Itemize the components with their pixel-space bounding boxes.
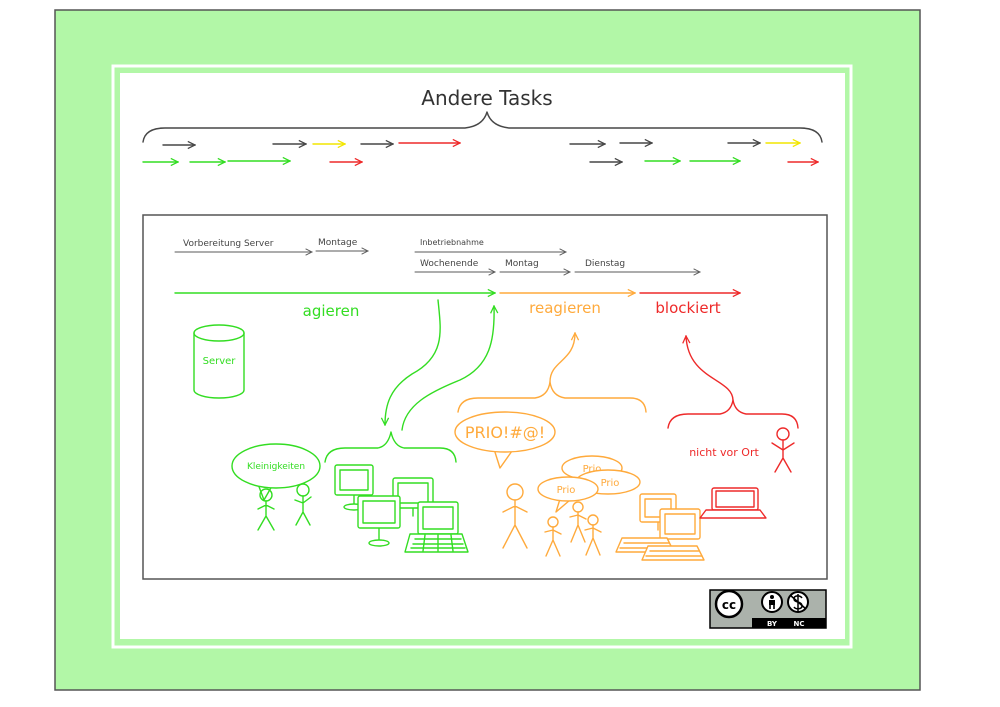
prio-bubble: Prio (537, 476, 599, 513)
person-icon (584, 514, 602, 556)
monitor-icon (659, 508, 701, 540)
monitor-icon (357, 495, 401, 547)
timeline-label-preparation: Vorbereitung Server (183, 239, 274, 249)
bubble-text: Kleinigkeiten (247, 462, 305, 472)
timeline-label-monday: Montag (505, 259, 539, 269)
arrow-up-to-act (401, 306, 494, 431)
by-person-icon (761, 591, 783, 613)
server-top (193, 324, 245, 342)
timeline-label-tuesday: Dienstag (585, 259, 625, 269)
act-section: Kleinigkeiten (231, 299, 494, 553)
person-icon (257, 488, 275, 531)
phase-label-react: reagieren (529, 299, 601, 317)
arrow-down-to-team (385, 299, 441, 425)
bubble-text: Prio (583, 464, 602, 475)
bubble-body (454, 411, 556, 453)
timeline-label-weekend: Wochenende (420, 259, 479, 269)
cc-icon: cc (714, 589, 744, 619)
timeline-label-commissioning: Inbetriebnahme (420, 238, 484, 247)
bubble-text: Prio (557, 485, 576, 496)
slide-title: Andere Tasks (421, 86, 552, 110)
arrow-up-to-blocked (686, 336, 734, 401)
small-tasks-bubble: Kleinigkeiten (231, 443, 321, 501)
bubble-body (231, 443, 321, 489)
person-icon (771, 427, 795, 473)
person-icon (544, 516, 562, 557)
phase-label-act: agieren (303, 302, 360, 320)
task-arrows-row-1 (162, 143, 800, 145)
person-icon (294, 483, 312, 526)
license-badge: cc BY NC (709, 589, 827, 629)
laptop-icon (404, 501, 469, 553)
react-section: PRIO!#@! Prio Prio Prio (454, 333, 705, 561)
badge-band (752, 618, 826, 628)
tasks-brace (142, 111, 823, 143)
timeline: Vorbereitung Server Montage Inbetriebnah… (174, 238, 700, 272)
laptop-icon (699, 487, 767, 519)
bubble-text: Prio (601, 478, 620, 489)
bubble-text: PRIO!#@! (465, 423, 545, 442)
server-body (193, 332, 245, 399)
priority-bubble: PRIO!#@! (454, 411, 556, 469)
blocked-section: nicht vor Ort (667, 336, 799, 519)
bubble-tail (493, 448, 513, 469)
cc-text: cc (722, 598, 736, 612)
panel-border (111, 64, 853, 649)
server-label: Server (203, 356, 237, 367)
monitor-icon (392, 477, 434, 517)
arrow-up-to-react (549, 333, 575, 383)
person-icon (569, 501, 587, 543)
task-arrows-row-2 (142, 161, 818, 162)
timeline-label-assembly: Montage (318, 238, 358, 248)
laptop-icon (641, 545, 705, 561)
phase-lines: agieren reagieren blockiert (174, 293, 740, 320)
nc-no-dollar-icon (787, 591, 809, 613)
nc-text: NC (794, 620, 805, 628)
phase-label-blocked: blockiert (655, 299, 720, 317)
by-text: BY (767, 620, 778, 628)
away-label: nicht vor Ort (689, 446, 759, 459)
server-icon: Server (193, 324, 245, 399)
person-icon (502, 483, 528, 549)
act-brace (324, 431, 457, 463)
project-box (142, 214, 828, 580)
